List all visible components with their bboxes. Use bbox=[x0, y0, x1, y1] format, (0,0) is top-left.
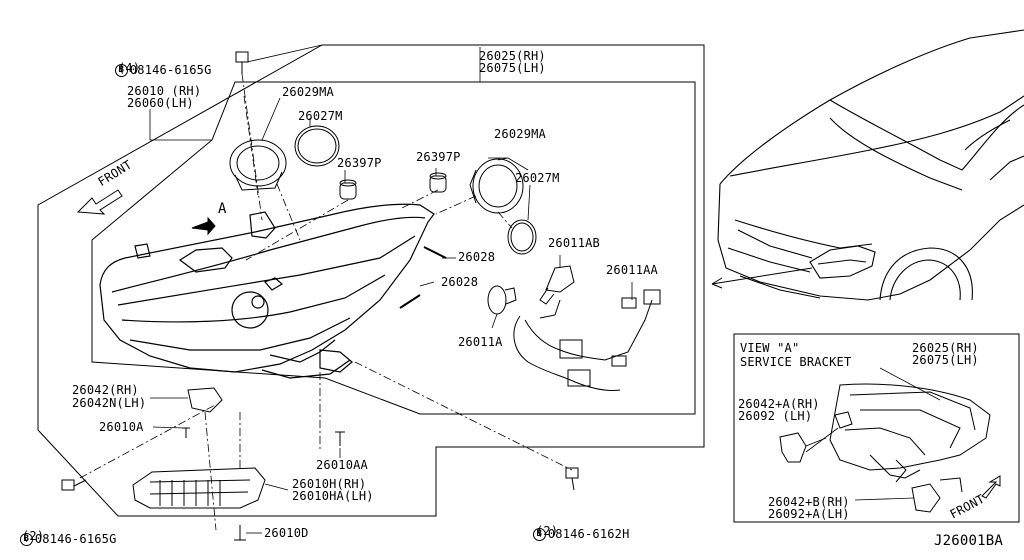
label-26397P-left: 26397P bbox=[337, 156, 382, 170]
wiring-harness bbox=[513, 289, 661, 391]
front-arrow-main bbox=[76, 189, 123, 215]
screw-26010d bbox=[234, 525, 246, 541]
bottom-left-bolt bbox=[61, 479, 87, 491]
inset-front-arrow bbox=[981, 475, 1001, 499]
inset-box bbox=[733, 333, 1020, 523]
bolt-symbol: B bbox=[114, 64, 128, 77]
label-26029MA-left: 26029MA bbox=[282, 85, 334, 99]
left-bulb-cover bbox=[229, 139, 287, 191]
housing-rh-label: 26025(RH) bbox=[479, 49, 546, 63]
bulb-26011ab bbox=[539, 265, 575, 305]
car-sketch bbox=[717, 29, 1024, 301]
service-bracket-part bbox=[187, 387, 223, 413]
bulb-26011a bbox=[487, 285, 517, 315]
inset-title: VIEW "A" bbox=[740, 341, 800, 355]
alignment-lines bbox=[79, 73, 573, 531]
label-26010A: 26010A bbox=[99, 420, 144, 434]
label-26010H-rh: 26010H(RH) bbox=[292, 477, 367, 491]
label-26011AB: 26011AB bbox=[548, 236, 600, 250]
inset-leaders bbox=[805, 367, 941, 501]
screw-26010a bbox=[182, 427, 190, 438]
label-26011AA: 26011AA bbox=[606, 263, 658, 277]
inset-housing-lh: 26075(LH) bbox=[912, 353, 979, 367]
label-26010D: 26010D bbox=[264, 526, 309, 540]
label-26029MA-right: 26029MA bbox=[494, 127, 546, 141]
inner-boundary bbox=[91, 81, 696, 415]
bolt-bottom-left-qty: (2) bbox=[22, 529, 45, 543]
bolt-top-qty: (4) bbox=[118, 61, 141, 75]
outer-boundary bbox=[37, 44, 705, 517]
label-26010H-lh: 26010HA(LH) bbox=[292, 489, 374, 503]
left-o-ring bbox=[294, 125, 340, 167]
bolt-symbol: B bbox=[532, 528, 546, 541]
label-26027M-left: 26027M bbox=[298, 109, 343, 123]
bolt-bottom-right-qty: (2) bbox=[536, 524, 559, 538]
right-grommet bbox=[429, 172, 447, 193]
inset-drawing bbox=[779, 383, 991, 513]
bolt-bottom-left-part: 08146-6165G bbox=[34, 532, 117, 546]
bolt-top-part: 08146-6165G bbox=[129, 63, 212, 77]
view-a-arrow bbox=[191, 216, 216, 236]
bottom-right-bolt bbox=[565, 467, 579, 491]
right-o-ring bbox=[507, 219, 537, 255]
label-26028-top: 26028 bbox=[458, 250, 496, 264]
top-bolt bbox=[235, 51, 249, 74]
label-26027M-right: 26027M bbox=[515, 171, 560, 185]
headlamp-body bbox=[99, 203, 435, 379]
inset-subtitle: SERVICE BRACKET bbox=[740, 355, 852, 369]
housing-lh-label: 26075(LH) bbox=[479, 61, 546, 75]
label-26028-bottom: 26028 bbox=[441, 275, 479, 289]
car-pointer-arrow bbox=[711, 267, 813, 285]
screw-26010aa bbox=[335, 431, 345, 446]
label-26042-lh: 26042N(LH) bbox=[72, 396, 147, 410]
label-26011A: 26011A bbox=[458, 335, 503, 349]
inset-upper-b: 26092 (LH) bbox=[738, 409, 813, 423]
diagram-id: J26001BA bbox=[934, 533, 1004, 549]
right-bulb-cover bbox=[469, 158, 524, 214]
bottom-bracket bbox=[132, 467, 266, 509]
inset-upper-a: 26042+A(RH) bbox=[738, 397, 820, 411]
pin-top bbox=[423, 246, 447, 259]
label-26010AA: 26010AA bbox=[316, 458, 368, 472]
view-a-marker: A bbox=[218, 201, 227, 217]
label-26397P-right: 26397P bbox=[416, 150, 461, 164]
bolt-bottom-right-part: 08146-6162H bbox=[547, 527, 630, 541]
label-26042-rh: 26042(RH) bbox=[72, 383, 139, 397]
inset-lower-b: 26092+A(LH) bbox=[768, 507, 850, 521]
pin-bottom bbox=[399, 294, 421, 309]
leader-lines bbox=[149, 44, 633, 534]
bolt-symbol: B bbox=[19, 533, 33, 546]
assy-rh-label: 26010 (RH) bbox=[127, 84, 202, 98]
inset-housing-rh: 26025(RH) bbox=[912, 341, 979, 355]
inset-lower-a: 26042+B(RH) bbox=[768, 495, 850, 509]
left-grommet bbox=[339, 179, 357, 200]
assy-lh-label: 26060(LH) bbox=[127, 96, 194, 110]
